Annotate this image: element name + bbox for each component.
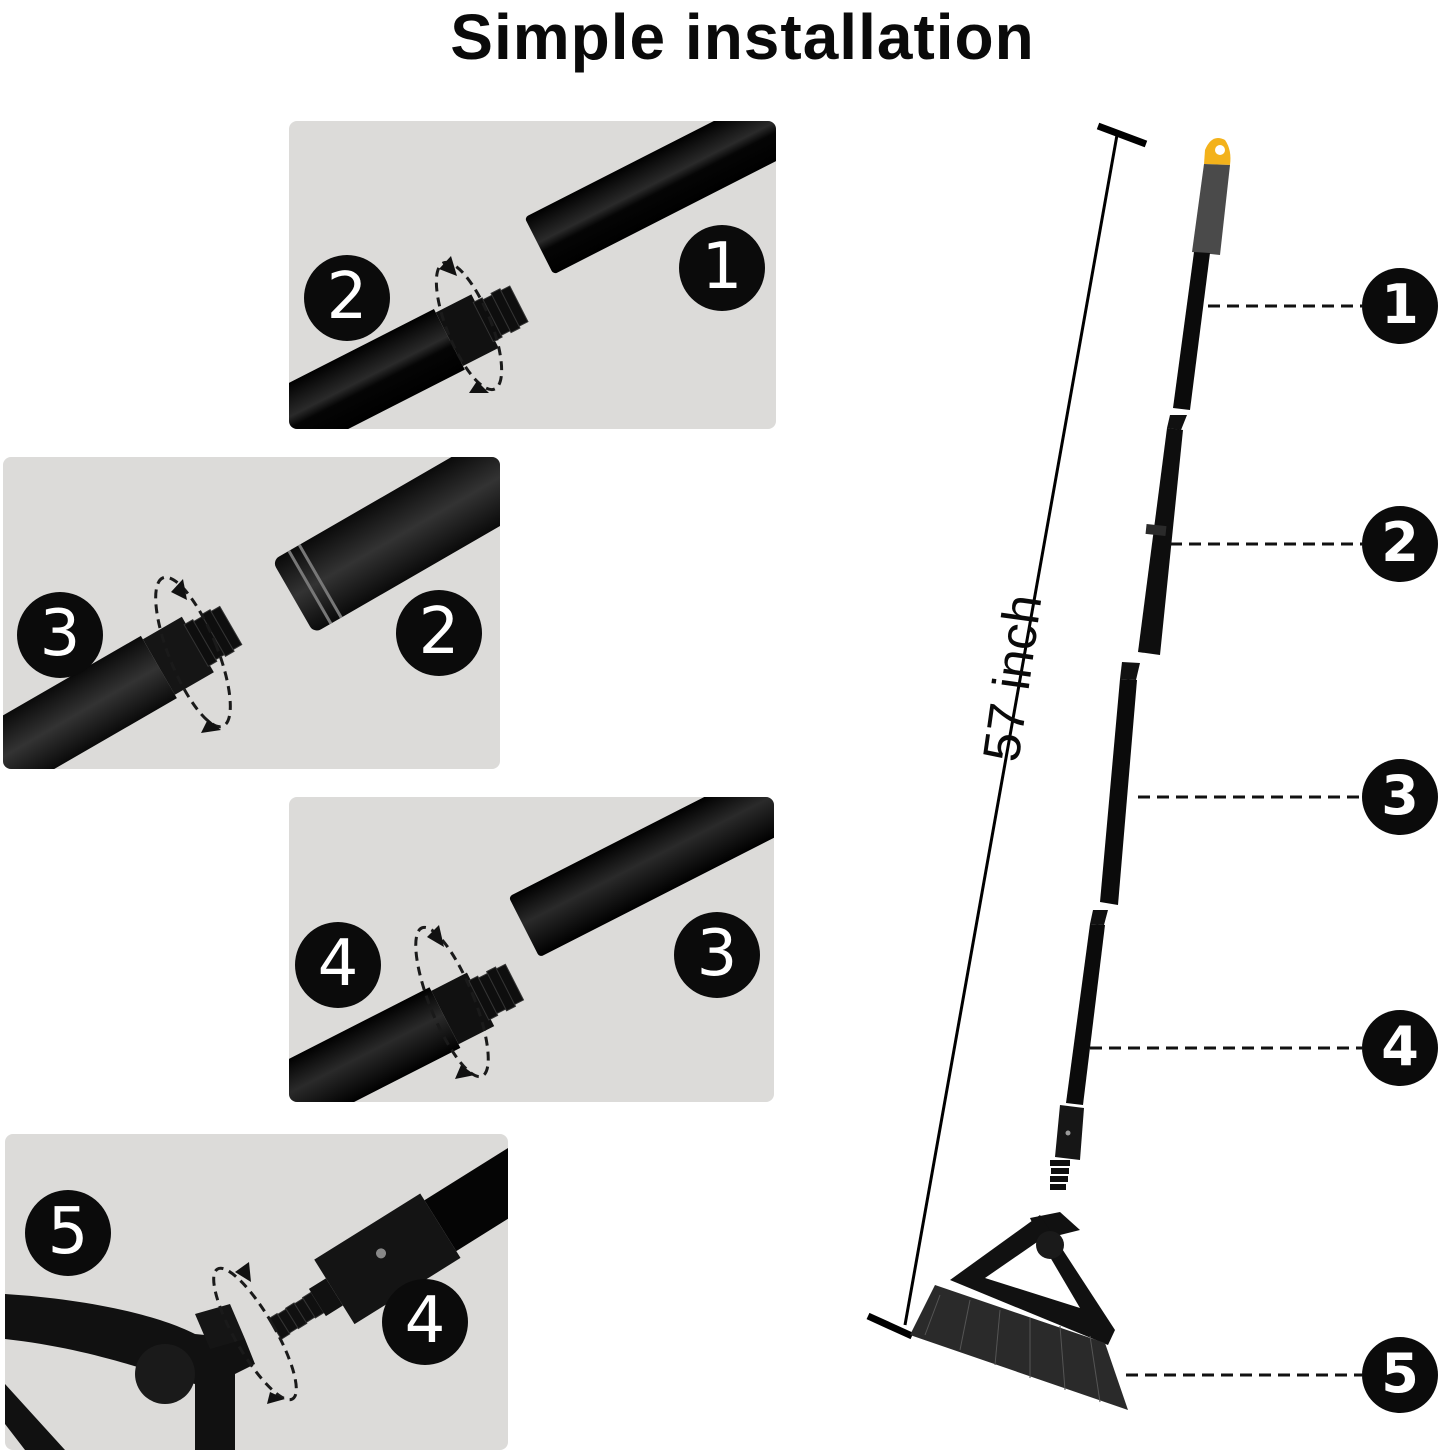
step-panel-1: 2 1 [289,121,776,429]
step-panel-4: 5 4 [5,1134,508,1450]
grip [1192,164,1230,255]
callout-lines [1090,304,1362,1377]
rotate-arrows-icon [414,925,490,1079]
step-badge-right: 1 [679,225,765,311]
callout-badge-1: 1 [1362,268,1438,344]
step-badge-left: 4 [295,922,381,1008]
rotate-arrows-icon [212,1262,298,1404]
callout-badge-4: 4 [1362,1010,1438,1086]
broom-head [910,1212,1128,1410]
step-badge-right: 2 [396,590,482,676]
rotate-arrows-icon [154,575,232,733]
step-panel-3: 4 3 [289,797,774,1102]
step-panel-2: 3 2 [3,457,500,769]
broom-head-connection-illustration [5,1134,508,1450]
step-badge-left: 2 [304,255,390,341]
pole-connection-illustration [3,457,500,769]
callout-badge-3: 3 [1362,759,1438,835]
step-badge-left: 3 [17,592,103,678]
step-badge-right: 4 [382,1279,468,1365]
pole-connection-illustration [289,797,774,1102]
step-badge-right: 3 [674,912,760,998]
page-title: Simple installation [450,1,1035,73]
pole-connection-illustration [289,121,776,429]
length-measure-line [866,122,1148,1340]
step-badge-left: 5 [25,1190,111,1276]
callout-badge-5: 5 [1362,1337,1438,1413]
rotate-arrows-icon [434,256,504,393]
callout-badge-2: 2 [1362,506,1438,582]
